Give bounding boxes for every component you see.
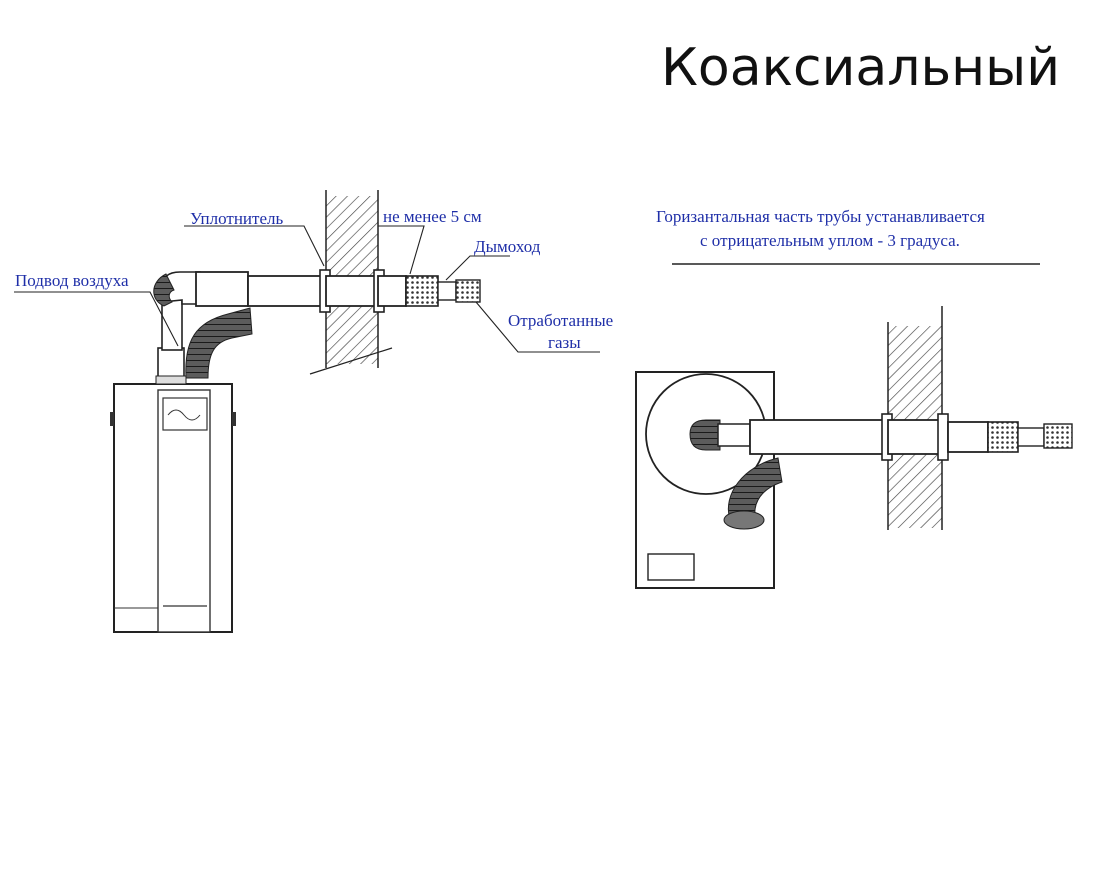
label-seal: Уплотнитель [190,209,283,228]
inner-flue-pipe [437,281,457,301]
air-intake-perforation [405,275,439,307]
label-exhaust-line2: газы [548,333,581,352]
boiler [110,383,236,633]
air-hose-right [185,307,253,379]
slide-title: Коаксиальный [661,38,1060,98]
vertical-pipe [161,299,183,351]
right-coaxial-pipe [717,413,989,461]
right-air-hose [727,457,783,525]
label-exhaust-line1: Отработанные [508,311,613,330]
left-installation: Уплотнитель не менее 5 см Дымоход Подвод… [14,190,613,633]
air-hose-left [153,273,175,307]
left-leader-lines [14,225,600,353]
label-air-supply: Подвод воздуха [15,271,129,290]
right-air-intake-perforation [987,421,1019,453]
right-inner-flue [1017,427,1045,447]
right-wall [887,306,943,530]
coaxial-pipe [195,269,407,313]
label-chimney: Дымоход [474,237,541,256]
note-line2: с отрицательным уплом - 3 градуса. [700,231,960,250]
right-outlet-hose [689,419,721,451]
flue-tip-perforation [455,279,481,303]
label-min-distance: не менее 5 см [383,207,482,226]
right-installation: Горизантальная часть трубы устанавливает… [635,207,1073,589]
note-line1: Горизантальная часть трубы устанавливает… [656,207,985,226]
right-flue-tip-perforation [1043,423,1073,449]
